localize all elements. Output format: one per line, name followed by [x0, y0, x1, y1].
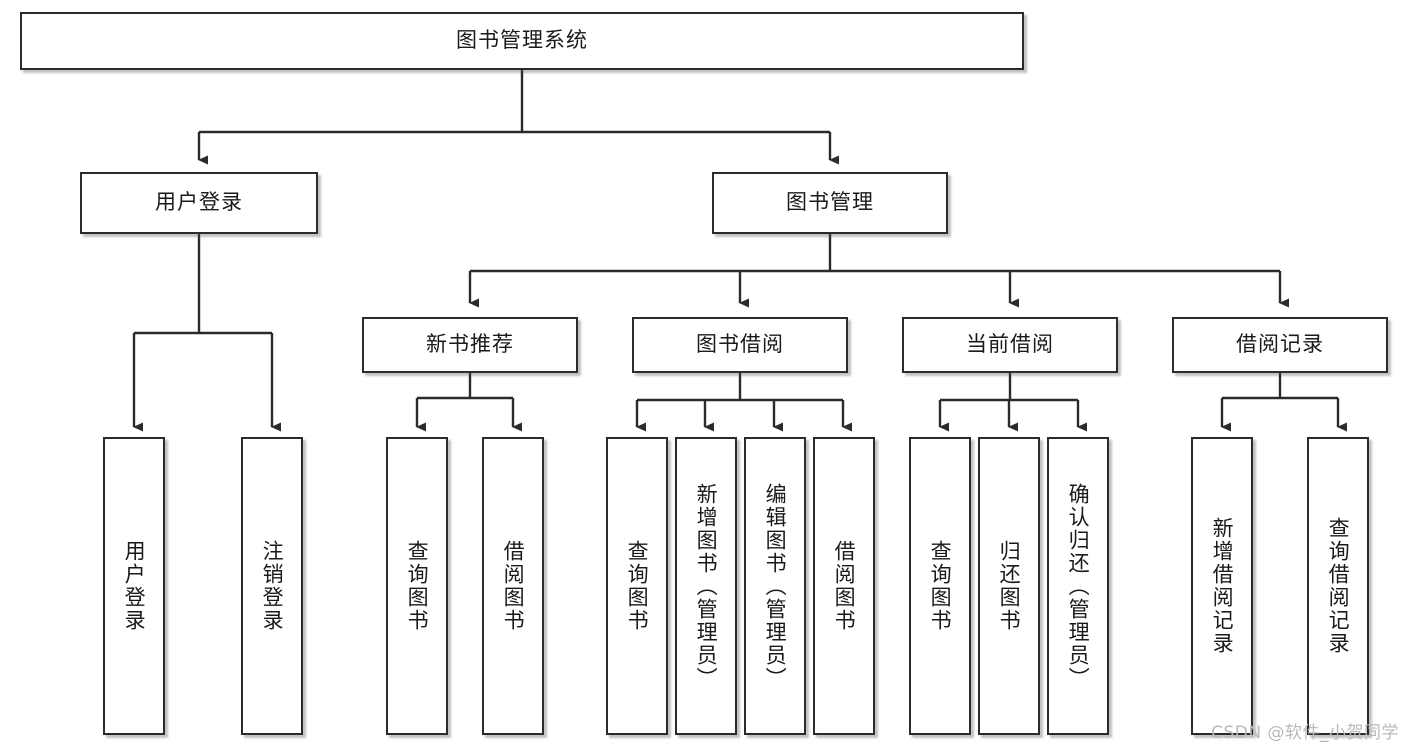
- node-label: 借阅图书: [832, 540, 857, 632]
- node-borrow-record[interactable]: 借阅记录: [1172, 317, 1388, 373]
- node-label: 图书管理系统: [456, 28, 588, 53]
- node-label: 确认归还（管理员）: [1066, 482, 1091, 690]
- node-label: 查询图书: [405, 540, 430, 632]
- leaf-return-book[interactable]: 归还图书: [978, 437, 1040, 735]
- node-book-borrow[interactable]: 图书借阅: [632, 317, 848, 373]
- leaf-add-book[interactable]: 新增图书（管理员）: [675, 437, 737, 735]
- node-label: 图书管理: [786, 190, 874, 215]
- node-current-borrow[interactable]: 当前借阅: [902, 317, 1118, 373]
- node-label: 查询借阅记录: [1326, 517, 1351, 655]
- node-label: 归还图书: [997, 540, 1022, 632]
- leaf-confirm-return[interactable]: 确认归还（管理员）: [1047, 437, 1109, 735]
- leaf-add-borrow-record[interactable]: 新增借阅记录: [1191, 437, 1253, 735]
- node-label: 图书借阅: [696, 332, 784, 357]
- leaf-query-book-new-recommend[interactable]: 查询图书: [386, 437, 448, 735]
- node-user-login[interactable]: 用户登录: [80, 172, 318, 234]
- node-book-management[interactable]: 图书管理: [712, 172, 948, 234]
- node-label: 借阅记录: [1236, 332, 1324, 357]
- node-new-book-recommend[interactable]: 新书推荐: [362, 317, 578, 373]
- leaf-borrow-book-new-recommend[interactable]: 借阅图书: [482, 437, 544, 735]
- node-label: 新增借阅记录: [1210, 517, 1235, 655]
- node-root-book-management-system[interactable]: 图书管理系统: [20, 12, 1024, 70]
- leaf-query-book-current[interactable]: 查询图书: [909, 437, 971, 735]
- node-label: 查询图书: [625, 540, 650, 632]
- leaf-query-book-borrow[interactable]: 查询图书: [606, 437, 668, 735]
- node-label: 用户登录: [155, 190, 243, 215]
- leaf-user-login[interactable]: 用户登录: [103, 437, 165, 735]
- node-label: 新书推荐: [426, 332, 514, 357]
- node-label: 查询图书: [928, 540, 953, 632]
- node-label: 借阅图书: [501, 540, 526, 632]
- leaf-borrow-book[interactable]: 借阅图书: [813, 437, 875, 735]
- node-label: 新增图书（管理员）: [694, 482, 719, 690]
- node-label: 当前借阅: [966, 332, 1054, 357]
- node-label: 编辑图书（管理员）: [763, 482, 788, 690]
- node-label: 用户登录: [122, 540, 147, 632]
- leaf-edit-book[interactable]: 编辑图书（管理员）: [744, 437, 806, 735]
- leaf-query-borrow-record[interactable]: 查询借阅记录: [1307, 437, 1369, 735]
- leaf-user-logout[interactable]: 注销登录: [241, 437, 303, 735]
- node-label: 注销登录: [260, 540, 285, 632]
- watermark: CSDN @软件_小贺同学: [1211, 723, 1399, 743]
